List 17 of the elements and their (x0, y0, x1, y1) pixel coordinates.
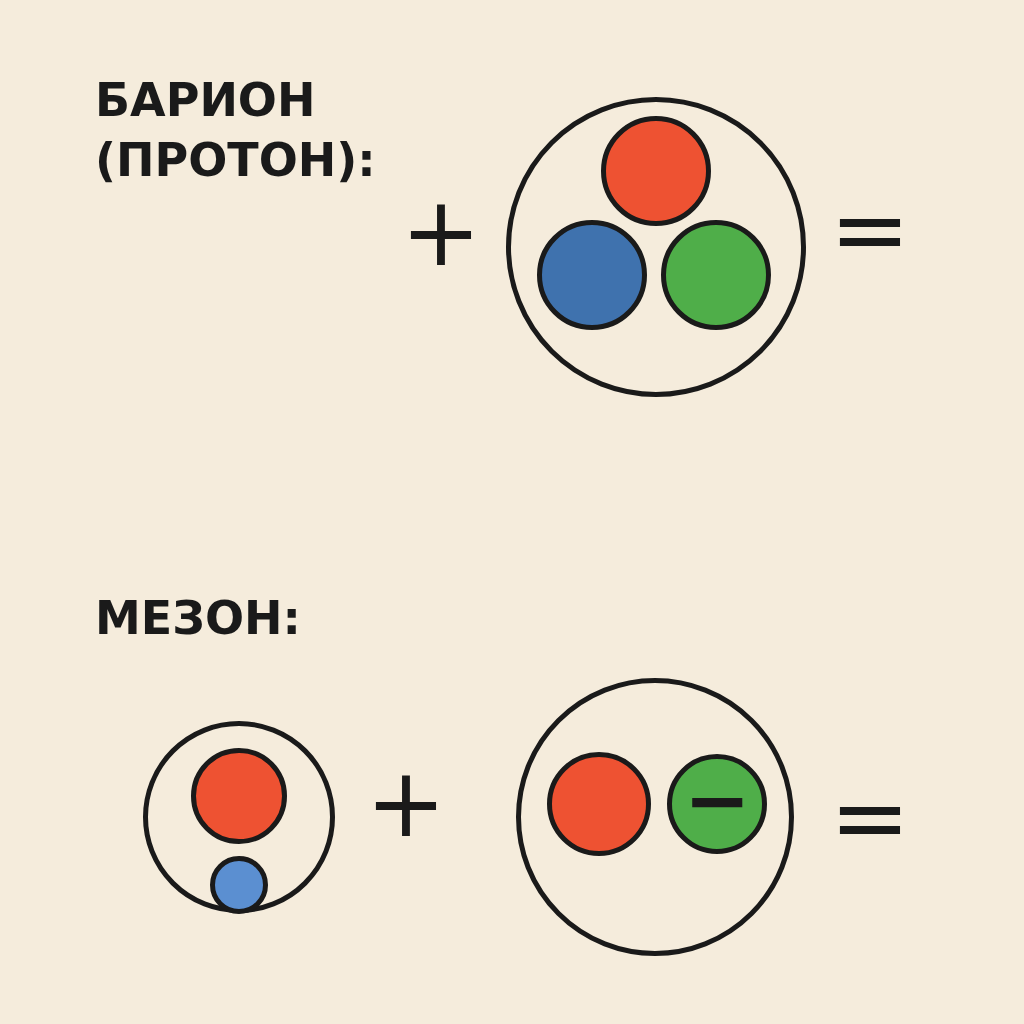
baryon-circle (506, 97, 806, 397)
quark-circle (601, 116, 711, 226)
heading-text: БАРИОН (ПРОТОН): (95, 72, 377, 189)
quark-circle (191, 748, 287, 844)
plus-sign: + (365, 755, 447, 851)
meson-circle (516, 678, 794, 956)
minus-sign: − (683, 760, 751, 841)
quark-circle (537, 220, 647, 330)
heading-text: МЕЗОН: (95, 590, 301, 647)
antiquark-circle (667, 754, 767, 854)
equals-sign: = (829, 182, 911, 278)
hadron-circle (143, 721, 335, 913)
plus-sign: + (400, 184, 482, 280)
quark-circle (661, 220, 771, 330)
equals-sign: = (829, 770, 911, 866)
quark-circle (547, 752, 651, 856)
quark-circle (210, 856, 268, 914)
